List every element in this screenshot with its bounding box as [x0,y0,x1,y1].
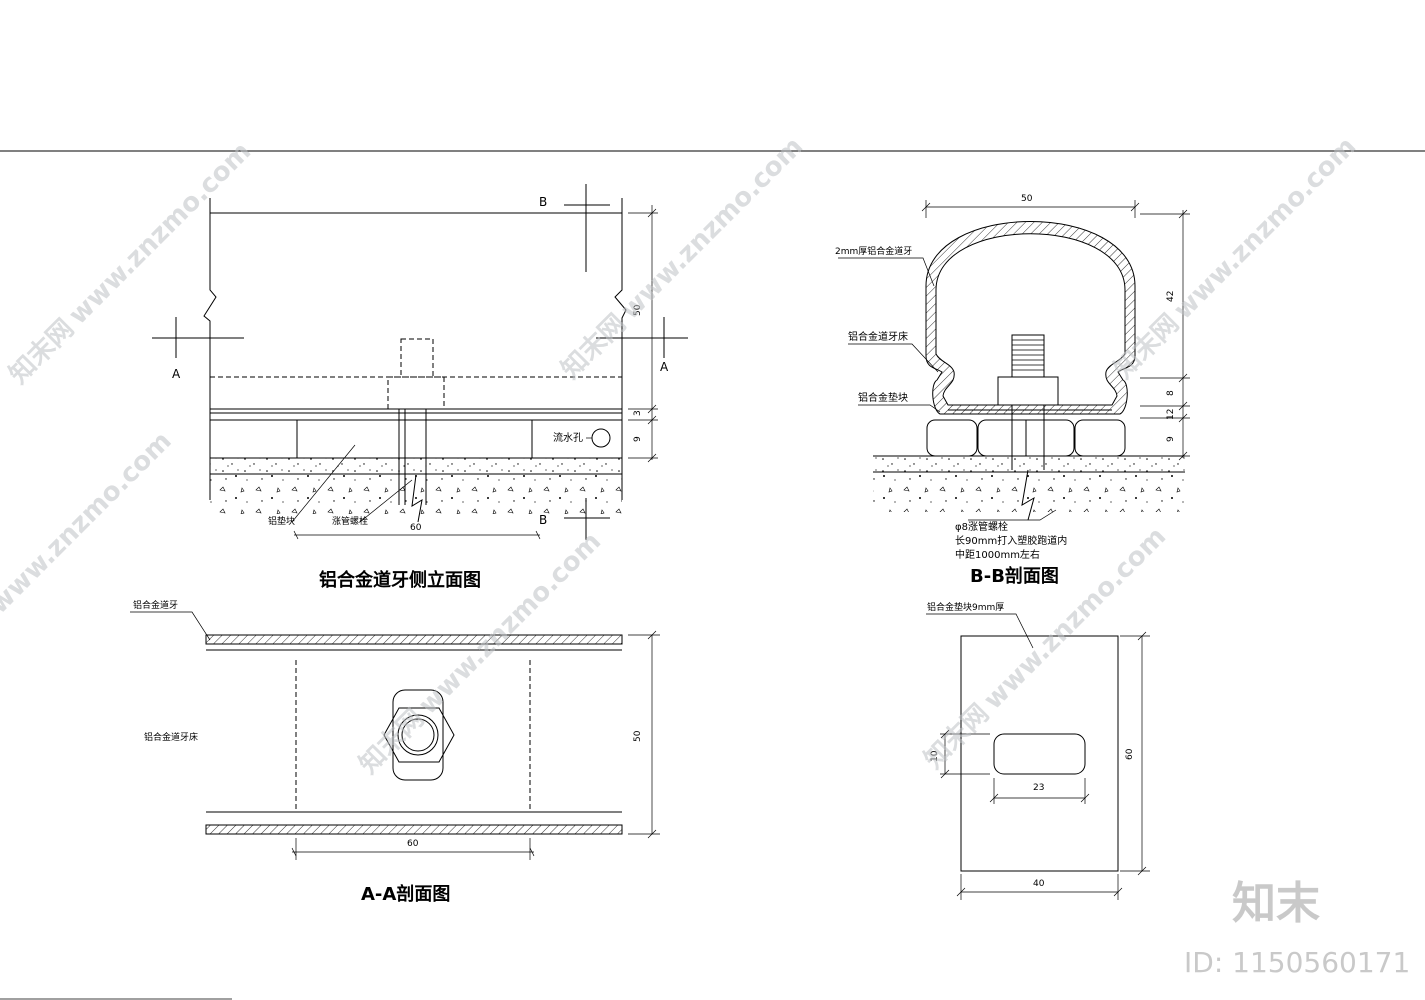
pad-detail-label: 铝合金垫块9mm厚 [927,601,1004,613]
section-bb-view: 2mm厚铝合金道牙 铝合金道牙床 铝合金垫块 φ8涨管螺栓 长90mm打入塑胶跑… [835,194,1190,587]
section-aa-view: 铝合金道牙 铝合金道牙床 50 60 A-A剖面图 [130,599,660,905]
dim-height-50: 50 [633,730,643,742]
dim-bolt-spacing-60: 60 [410,523,422,533]
bolt-note-2: 长90mm打入塑胶跑道内 [955,534,1067,547]
expansion-bolt-label: 涨管螺栓 [332,515,368,527]
section-mark-b-bottom: B [539,513,547,527]
side-elevation-title: 铝合金道牙侧立面图 [319,569,481,591]
section-mark-a-left: A [172,367,181,381]
section-aa-title: A-A剖面图 [361,883,450,905]
dim-base-3: 3 [633,410,643,416]
dim-h-8: 8 [1166,390,1176,396]
curb-bed-label: 铝合金道牙床 [144,731,198,743]
pad-block-label: 铝合金垫块 [858,391,908,404]
pad-block-label: 铝垫块 [268,515,295,527]
dim-h-12: 12 [1166,409,1176,420]
dim-pad-width-40: 40 [1033,879,1045,889]
drain-hole-label: 流水孔 [553,431,583,444]
dim-pad-height-60: 60 [1125,748,1135,760]
curb-bed-label: 铝合金道牙床 [848,330,908,343]
section-bb-title: B-B剖面图 [970,565,1059,587]
section-mark-b-top: B [539,195,547,209]
dim-height-50: 50 [633,304,643,316]
bolt-note-3: 中距1000mm左右 [955,548,1040,561]
dim-width-50: 50 [1021,194,1033,204]
pad-detail-view: 铝合金垫块9mm厚 10 23 60 40 [926,601,1150,900]
dim-slot-height-10: 10 [930,750,940,762]
watermark-text: 知末网www.znzmo.com [1109,132,1362,385]
drawing-id: ID: 1150560171 [1184,946,1410,979]
watermark-text: 知末网www.znzmo.com [4,137,257,390]
bolt-note-1: φ8涨管螺栓 [955,520,1008,533]
dim-h-42: 42 [1166,291,1176,302]
watermark-text: 知末网www.znzmo.com [354,527,607,780]
side-elevation-view: A A B B 流水孔 铝垫块 涨管螺栓 50 3 9 60 铝合金道牙侧立面图 [152,184,688,591]
dim-slot-width-23: 23 [1033,783,1044,793]
watermark-layer: 知末网www.znzmo.com 知末网www.znzmo.com 知末网www… [0,132,1410,979]
curb-label: 铝合金道牙 [133,599,178,611]
section-mark-a-right: A [660,360,669,374]
watermark-text: 知末网www.znzmo.com [556,132,809,385]
drain-hole [591,428,611,448]
brand-logo-text: 知末 [1232,878,1320,929]
dim-pad-9: 9 [633,436,643,442]
dim-width-60: 60 [407,839,419,849]
dim-h-9: 9 [1166,436,1176,442]
curb-label: 2mm厚铝合金道牙 [835,245,912,257]
watermark-text: www.znzmo.com [0,426,178,620]
